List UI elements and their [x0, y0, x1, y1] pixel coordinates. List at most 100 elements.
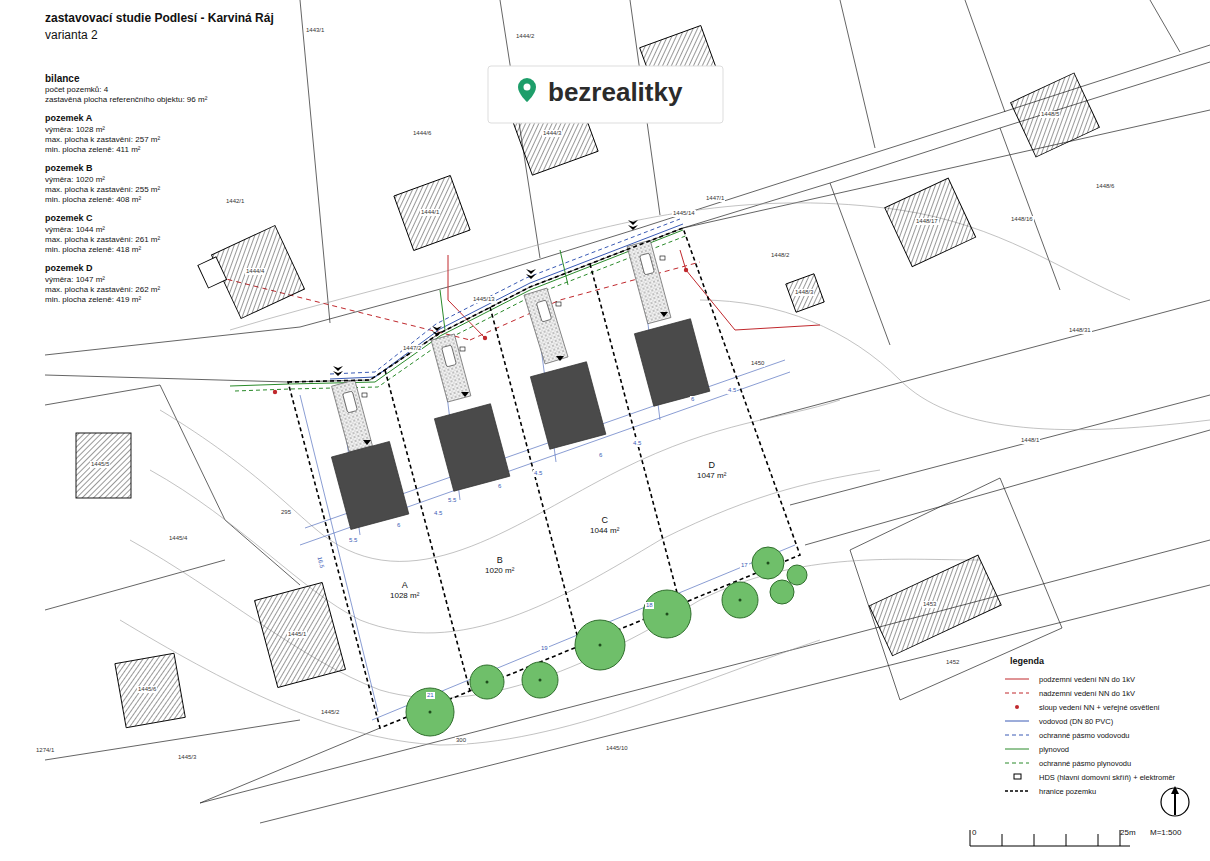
plan-rect: [634, 319, 709, 406]
legend-row: sloup vedení NN + veřejné osvětlení: [1003, 700, 1175, 714]
legend-sample: [1003, 758, 1031, 768]
legend-text: vodovod (DN 80 PVC): [1039, 717, 1113, 726]
plan-path: [1171, 786, 1179, 794]
parcel-number: 1448/1: [1020, 437, 1040, 444]
plan-polyline: [160, 385, 300, 585]
legend-row: nadzemní vedení NN do 1kV: [1003, 686, 1175, 700]
parcel-label: D1047 m²: [697, 460, 726, 480]
plan-rect: [442, 345, 457, 367]
plan-circle: [666, 613, 669, 616]
plan-polyline: [45, 62, 1210, 382]
entry-arrows: [333, 220, 668, 445]
plan-text: min. plocha zeleně: 411 m²: [45, 146, 140, 155]
parcel-number: 1445/10: [605, 745, 629, 752]
plan-rect: [524, 288, 568, 364]
plan-circle: [739, 599, 742, 602]
plan-path: [130, 540, 980, 698]
dimension: 6: [497, 483, 502, 490]
parcel-number: 1445/13: [472, 296, 496, 303]
parcel-number: 1445/2: [320, 709, 340, 716]
parcel-number: 1447/1: [705, 195, 725, 202]
plan-line: [45, 560, 225, 610]
plan-text: pozemek B: [45, 164, 93, 174]
plan-line: [1002, 834, 1003, 846]
plan-circle: [767, 562, 770, 565]
legend-sample-shape: [1005, 679, 1029, 680]
plan-line: [385, 370, 470, 691]
plan-text: max. plocha k zastavění: 257 m²: [45, 136, 160, 145]
parcel-letter: C: [590, 515, 619, 526]
legend-text: ochranné pásmo plynovodu: [1039, 759, 1131, 768]
neighbour-buildings: [76, 26, 1099, 728]
parcel-letter: A: [390, 580, 419, 591]
plan-rect: [362, 393, 367, 397]
parcel-number: 1444/3: [542, 130, 562, 137]
plan-polyline: [45, 45, 1210, 355]
dimension: 6: [690, 396, 695, 403]
parcel-number: 300: [455, 737, 467, 744]
plan-path: [660, 312, 668, 317]
plan-circle: [486, 681, 489, 684]
dimension: 5.5: [348, 537, 358, 544]
parcel-number: 1445/5: [90, 461, 110, 468]
plan-text: výměra: 1020 m²: [45, 176, 105, 185]
plan-line: [200, 728, 380, 803]
plan-line: [790, 395, 1210, 505]
plan-rect: [332, 380, 373, 452]
plan-line: [45, 385, 160, 405]
legend-sample-shape: [1005, 749, 1029, 750]
plan-rect: [255, 582, 346, 687]
plan-path: [230, 203, 1130, 330]
contour-lines: [120, 203, 1210, 745]
plan-line: [1066, 834, 1067, 846]
plan-rect: [1011, 73, 1100, 157]
plan-text: M=1:500: [1150, 829, 1181, 838]
parcel-area: 1020 m²: [485, 566, 514, 576]
plan-circle: [406, 688, 454, 736]
parcel-number: 1448/17: [915, 218, 939, 225]
plan-circle: [599, 644, 602, 647]
parcel-number: 1447/2: [402, 345, 422, 352]
plan-polyline: [330, 219, 680, 374]
parcel-number: 1445/6: [137, 686, 157, 693]
legend-sample-shape: [1005, 693, 1029, 694]
plan-text: výměra: 1044 m²: [45, 226, 105, 235]
parcel-number: 295: [280, 509, 292, 516]
legend-sample-shape: [1005, 735, 1029, 736]
plan-circle: [752, 547, 784, 579]
legend-row: plynovod: [1003, 742, 1175, 756]
parcel-boundaries: [288, 228, 800, 728]
plan-path: [333, 366, 343, 376]
plan-polyline: [560, 250, 568, 285]
parcel-letter: B: [485, 555, 514, 566]
parcel-number: 1448/3: [794, 289, 814, 296]
plan-circle: [684, 268, 688, 272]
driveways: [332, 240, 671, 452]
parcel-number: 1448/16: [1010, 216, 1034, 223]
plan-line: [970, 846, 1130, 847]
plan-text: legenda: [1010, 657, 1044, 667]
legend-sample: [1003, 730, 1031, 740]
legend-sample: [1003, 702, 1031, 712]
dimension: 4.5: [533, 470, 543, 477]
plan-rect: [211, 225, 304, 318]
parcel-number: 1448/5: [1040, 111, 1060, 118]
legend-text: HDS (hlavní domovní skříň) + elektroměr: [1039, 773, 1175, 782]
parcel-number: 1444/6: [412, 130, 432, 137]
parcel-number: 1448/31: [1068, 327, 1092, 334]
legend-text: ochranné pásmo vodovodu: [1039, 731, 1129, 740]
parcel-number: 1442/1: [225, 198, 245, 205]
plan-polyline: [680, 250, 820, 330]
plan-polygon: [850, 478, 1062, 700]
plan-rect: [331, 441, 408, 529]
plan-text: varianta 2: [45, 29, 98, 42]
plan-line: [970, 830, 971, 846]
dimension: 19: [540, 645, 549, 652]
plan-path: [160, 400, 840, 561]
plan-line: [1150, 0, 1180, 52]
plan-text: min. plocha zeleně: 418 m²: [45, 246, 141, 255]
parcel-area: 1047 m²: [697, 471, 726, 481]
plan-circle: [483, 336, 487, 340]
dimension: 4.5: [632, 440, 642, 447]
plan-text: min. plocha zeleně: 408 m²: [45, 196, 141, 205]
